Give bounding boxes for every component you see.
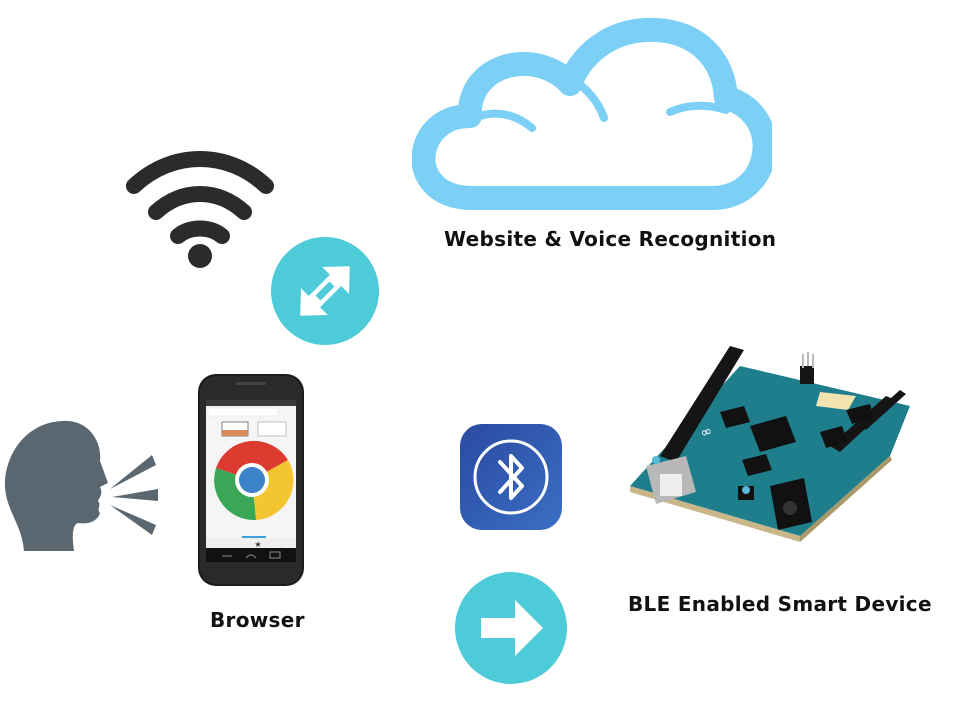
wifi-icon xyxy=(122,150,278,270)
smartphone-chrome-icon: ★ xyxy=(196,372,308,588)
arduino-board-icon: ∞ xyxy=(620,336,920,546)
speaking-head-icon xyxy=(0,415,160,555)
bluetooth-icon xyxy=(460,424,562,530)
device-label: BLE Enabled Smart Device xyxy=(628,592,932,616)
cloud-label: Website & Voice Recognition xyxy=(444,227,777,251)
svg-text:∞: ∞ xyxy=(698,423,714,442)
right-arrow-icon xyxy=(455,572,567,684)
bidirectional-arrow-icon xyxy=(270,236,380,346)
cloud-icon xyxy=(412,12,772,212)
svg-text:★: ★ xyxy=(254,540,261,549)
browser-label: Browser xyxy=(210,608,305,632)
